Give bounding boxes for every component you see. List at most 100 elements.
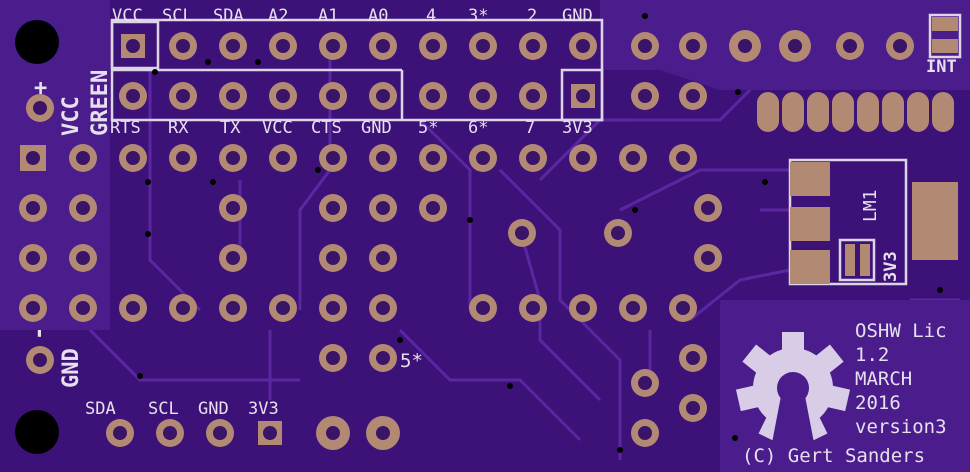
smd-pad-row bbox=[757, 92, 954, 132]
jumper-label: 3V3 bbox=[881, 251, 901, 282]
bottom-pad-scl bbox=[156, 419, 184, 447]
via bbox=[732, 435, 738, 441]
pad-lower-right bbox=[679, 344, 707, 372]
copyright-label: (C) Gert Sanders bbox=[742, 445, 925, 467]
right-col-pad bbox=[694, 244, 722, 272]
license-line-5: version3 bbox=[855, 416, 947, 438]
header-label-gnd: GND bbox=[562, 6, 593, 26]
row-308-pad bbox=[319, 294, 347, 322]
bottom-pad-gnd bbox=[206, 419, 234, 447]
header-label-tx: TX bbox=[220, 118, 241, 138]
regulator-pad-1 bbox=[790, 162, 830, 196]
header-pad-bottom bbox=[571, 84, 595, 108]
header-label-3: 3* bbox=[468, 6, 488, 26]
header-pad-top bbox=[369, 32, 397, 60]
pad-top-right bbox=[679, 32, 707, 60]
row-308-pad bbox=[619, 294, 647, 322]
header-label-gnd2: GND bbox=[361, 118, 392, 138]
pad-lower bbox=[319, 344, 347, 372]
pin-label-5: 5* bbox=[400, 350, 423, 372]
header-label-cts: CTS bbox=[311, 118, 342, 138]
header-pad-top bbox=[219, 32, 247, 60]
header-pad-top bbox=[169, 32, 197, 60]
row-308-pad bbox=[569, 294, 597, 322]
pad-top-right-row2 bbox=[631, 82, 659, 110]
header-pad-bottom bbox=[369, 82, 397, 110]
right-col-pad bbox=[694, 194, 722, 222]
oshw-gear-icon bbox=[735, 332, 851, 448]
via bbox=[617, 447, 623, 453]
mid-pad bbox=[604, 219, 632, 247]
header-pad-top bbox=[519, 32, 547, 60]
left-pad bbox=[19, 294, 47, 322]
pad-top-right-row2 bbox=[679, 82, 707, 110]
smd-pad bbox=[832, 92, 854, 132]
int-label: INT bbox=[926, 57, 957, 77]
pads-layer bbox=[19, 13, 943, 453]
header-label-scl: SCL bbox=[162, 6, 193, 26]
bottom-label-sda: SDA bbox=[85, 399, 116, 419]
license-line-4: 2016 bbox=[855, 392, 901, 414]
smd-pad bbox=[857, 92, 879, 132]
int-jumper: INT bbox=[926, 13, 962, 77]
header-pad-bottom bbox=[119, 82, 147, 110]
smd-pad bbox=[882, 92, 904, 132]
pad-5-star bbox=[369, 344, 397, 372]
pad-top-right bbox=[631, 32, 659, 60]
via bbox=[642, 13, 648, 19]
row-308-pad bbox=[669, 294, 697, 322]
mounting-hole-bottom-left bbox=[15, 410, 59, 454]
header-pad-bottom bbox=[469, 82, 497, 110]
header-outline bbox=[110, 18, 604, 122]
header-label-5: 5* bbox=[418, 118, 438, 138]
bottom-labels: SDA SCL GND 3V3 5* bbox=[85, 350, 423, 419]
row-258-pad bbox=[319, 244, 347, 272]
row-158-pad bbox=[469, 144, 497, 172]
via bbox=[145, 231, 151, 237]
header-label-3v3: 3V3 bbox=[562, 118, 593, 138]
gnd-pad bbox=[26, 346, 54, 374]
smd-pad bbox=[932, 92, 954, 132]
regulator-pad-3 bbox=[790, 250, 830, 284]
header-pad-bottom bbox=[169, 82, 197, 110]
row-308-pad bbox=[469, 294, 497, 322]
header-pad-bottom bbox=[519, 82, 547, 110]
vcc-label: VCC bbox=[59, 96, 84, 136]
row-158-pad bbox=[119, 144, 147, 172]
row-208-pad bbox=[219, 194, 247, 222]
smd-pad bbox=[757, 92, 779, 132]
header-label-sda: SDA bbox=[213, 6, 244, 26]
header-label-rx: RX bbox=[168, 118, 189, 138]
row-208-pad bbox=[369, 194, 397, 222]
header-bottom-labels: RTS RX TX VCC CTS GND 5* 6* 7 3V3 bbox=[110, 118, 593, 138]
smd-pad bbox=[782, 92, 804, 132]
col2-pad bbox=[69, 194, 97, 222]
pad-lower-right bbox=[631, 369, 659, 397]
row-258-pad bbox=[369, 244, 397, 272]
bottom-pad-sda bbox=[106, 419, 134, 447]
minus-sign: - bbox=[27, 327, 52, 340]
header-pad-bottom bbox=[319, 82, 347, 110]
regulator-lm1: LM1 bbox=[788, 158, 958, 286]
license-line-1: OSHW Lic bbox=[855, 320, 947, 342]
header-pad-bottom bbox=[419, 82, 447, 110]
row-308-pad bbox=[519, 294, 547, 322]
header-pad-top bbox=[569, 32, 597, 60]
via bbox=[632, 207, 638, 213]
mid-pad bbox=[508, 219, 536, 247]
led-label-green: GREEN bbox=[88, 70, 113, 136]
header-pad-bottom bbox=[269, 82, 297, 110]
license-line-3: MARCH bbox=[855, 368, 912, 390]
header-label-a0: A0 bbox=[368, 6, 388, 26]
header-label-vcc: VCC bbox=[112, 6, 143, 26]
header-pad-top bbox=[469, 32, 497, 60]
row-158-pad bbox=[569, 144, 597, 172]
via bbox=[145, 179, 151, 185]
header-pad-top bbox=[121, 34, 145, 58]
row-158-pad bbox=[219, 144, 247, 172]
pad-top-right bbox=[886, 32, 914, 60]
row-158-pad bbox=[519, 144, 547, 172]
row-158-pad bbox=[369, 144, 397, 172]
via bbox=[397, 337, 403, 343]
